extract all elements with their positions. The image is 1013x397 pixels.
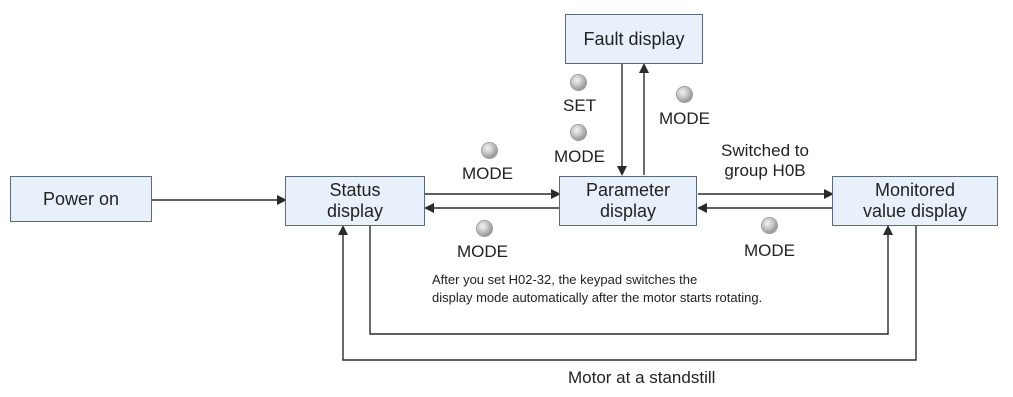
mode-label-monitored-to-parameter: MODE — [744, 241, 795, 260]
set-key-icon — [571, 75, 586, 90]
arrow-monitored-to-status-standstill — [338, 225, 917, 361]
motor-standstill-label: Motor at a standstill — [568, 368, 716, 387]
monitored-display-label: Monitored value display — [862, 180, 968, 221]
mode-key-icon — [571, 125, 586, 140]
parameter-display-box: Parameter display — [559, 176, 697, 226]
mode-key-icon — [677, 87, 692, 102]
arrow-status-to-monitored-auto — [369, 225, 893, 335]
power-on-box: Power on — [10, 176, 152, 222]
auto-switch-note-line-1: After you set H02-32, the keypad switche… — [432, 272, 698, 287]
mode-label-parameter-to-fault: MODE — [659, 109, 710, 128]
monitored-display-box: Monitored value display — [832, 176, 998, 226]
switched-to-group-label: Switched to group H0B — [721, 141, 809, 180]
fault-display-label: Fault display — [583, 28, 685, 49]
fault-display-box: Fault display — [565, 14, 703, 64]
status-display-box: Status display — [285, 176, 425, 226]
auto-switch-note-line-2: display mode automatically after the mot… — [432, 290, 763, 305]
status-display-label: Status display — [326, 180, 384, 221]
parameter-display-label: Parameter display — [585, 180, 671, 221]
mode-label-fault-to-parameter: MODE — [554, 147, 605, 166]
power-on-label: Power on — [42, 188, 120, 209]
mode-label-parameter-to-status: MODE — [457, 242, 508, 261]
mode-label-status-to-parameter: MODE — [462, 164, 513, 183]
mode-key-icon — [482, 143, 497, 158]
set-label-fault-to-parameter: SET — [563, 96, 597, 115]
mode-key-icon — [477, 221, 492, 236]
mode-key-icon — [762, 218, 777, 233]
